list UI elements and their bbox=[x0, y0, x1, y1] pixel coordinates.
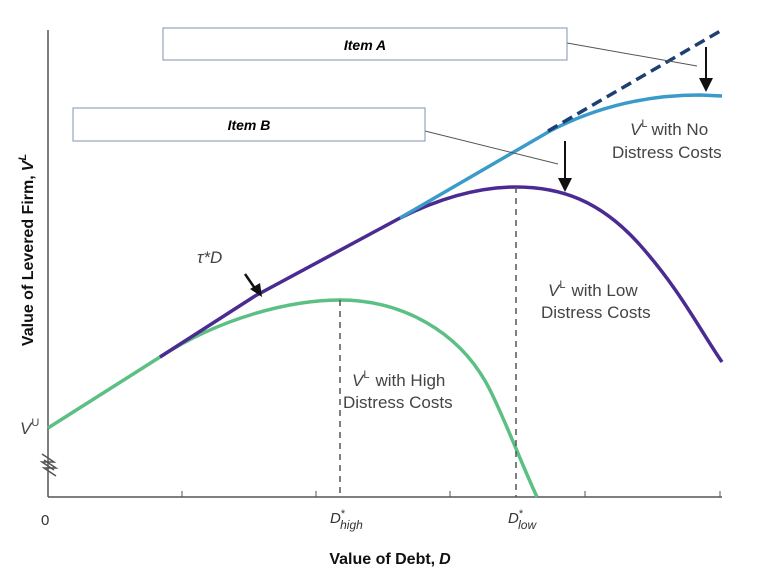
y-axis-title-var: V bbox=[20, 159, 37, 171]
tick-sub: high bbox=[340, 518, 363, 532]
item-a-label: Item A bbox=[344, 37, 386, 53]
x-axis-minor-ticks bbox=[181, 491, 721, 497]
series-prefix: V bbox=[548, 281, 561, 300]
series-prefix: V bbox=[630, 120, 643, 139]
arrow-distress-no bbox=[699, 47, 713, 92]
series-sup: L bbox=[559, 279, 565, 291]
y-axis-title-sup: L bbox=[17, 154, 29, 161]
y-axis-title: Value of Levered Firm, VL bbox=[17, 154, 37, 346]
curve-low-distress bbox=[159, 185, 724, 363]
series-line-1: with No bbox=[650, 120, 708, 139]
vu-label: VU bbox=[20, 417, 39, 438]
arrow-tax-shield bbox=[243, 273, 262, 297]
tick-star: * bbox=[341, 508, 346, 520]
series-line-1: with High bbox=[374, 371, 445, 390]
curve-high-distress bbox=[47, 298, 539, 498]
x-tick-d-low: D*low bbox=[508, 508, 537, 532]
arrow-distress-low bbox=[558, 141, 572, 192]
series-prefix: V bbox=[352, 371, 365, 390]
axis-break-icon bbox=[39, 453, 59, 477]
tax-shield-label: τ*D bbox=[197, 248, 222, 267]
series-line-2: Distress Costs bbox=[612, 143, 722, 162]
x-tick-d-high: D*high bbox=[330, 508, 363, 532]
x-axis-title-var: D bbox=[439, 551, 451, 568]
series-sup: L bbox=[363, 369, 369, 381]
series-line-2: Distress Costs bbox=[541, 303, 651, 322]
tick-star: * bbox=[519, 508, 524, 520]
tick-base: D bbox=[508, 510, 519, 527]
series-line-1: with Low bbox=[570, 281, 638, 300]
series-sup: L bbox=[641, 118, 647, 130]
vu-base: V bbox=[20, 419, 33, 438]
y-axis-title-text: Value of Levered Firm, bbox=[20, 175, 37, 346]
x-axis-title-text: Value of Debt, bbox=[329, 551, 435, 568]
item-b-leader bbox=[424, 130, 559, 165]
item-b-label: Item B bbox=[228, 117, 271, 133]
curve-no-distress bbox=[399, 93, 723, 220]
item-a-leader bbox=[566, 42, 698, 67]
x-tick-0: 0 bbox=[41, 512, 49, 529]
item-b-box: Item B bbox=[72, 107, 426, 142]
item-a-box: Item A bbox=[162, 27, 568, 61]
tax-shield-dashed-line bbox=[547, 28, 723, 133]
series-line-2: Distress Costs bbox=[343, 393, 453, 412]
tick-sub: low bbox=[518, 518, 537, 532]
x-axis-title: Value of Debt,D bbox=[329, 551, 451, 568]
tick-base: D bbox=[330, 510, 341, 527]
vu-sup: U bbox=[31, 417, 39, 429]
